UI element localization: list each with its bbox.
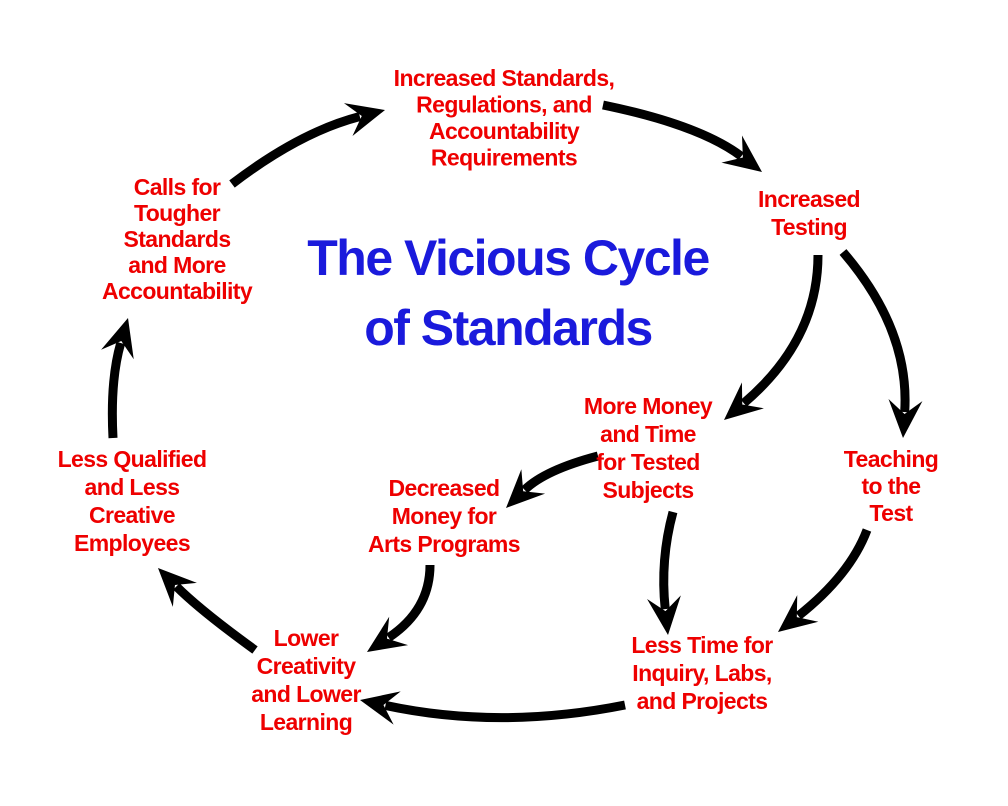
arrow-shaft <box>659 510 678 610</box>
arrows-layer <box>101 100 923 725</box>
arrow-shaft <box>173 583 258 654</box>
arrowhead-icon <box>360 691 401 725</box>
node-label-line: and Time <box>600 421 696 447</box>
node-label-line: for Tested <box>596 449 699 475</box>
title-line: of Standards <box>364 300 652 356</box>
arrowhead-icon <box>158 568 197 607</box>
arrow-less-time-inquiry-to-lower-creativity <box>360 691 626 725</box>
arrow-more-money-time-to-less-time-inquiry <box>647 510 681 635</box>
node-label-line: Employees <box>74 530 190 556</box>
node-label-line: Tougher <box>134 200 221 226</box>
node-label-line: More Money <box>584 393 713 419</box>
arrow-calls-tougher-to-increased-standards <box>229 103 385 188</box>
node-label-line: Less Qualified <box>58 446 207 472</box>
node-label-line: Testing <box>771 214 847 240</box>
arrow-shaft <box>740 254 823 407</box>
arrow-less-qualified-to-calls-tougher <box>101 318 134 439</box>
nodes-layer: Increased Standards,Regulations, andAcco… <box>58 65 939 735</box>
arrow-shaft <box>386 564 435 642</box>
node-label-line: and Projects <box>637 688 768 714</box>
node-label-line: Increased <box>758 186 860 212</box>
arrow-lower-creativity-to-less-qualified <box>158 568 258 654</box>
arrow-decreased-arts-to-lower-creativity <box>367 564 435 652</box>
node-label-line: Accountability <box>429 118 580 144</box>
arrowhead-icon <box>506 469 546 508</box>
node-label-line: Accountability <box>102 278 253 304</box>
arrowhead-icon <box>724 382 764 420</box>
node-label-line: Learning <box>260 709 352 735</box>
arrow-shaft <box>602 100 744 160</box>
node-label-line: Lower <box>274 625 339 651</box>
title: The Vicious Cycle of Standards <box>307 230 711 356</box>
node-label-line: and More <box>128 252 225 278</box>
arrow-teaching-to-test-to-less-time-inquiry <box>778 528 872 632</box>
node-label-line: Subjects <box>602 477 693 503</box>
arrowhead-icon <box>343 103 385 136</box>
node-label-line: Creative <box>89 502 175 528</box>
arrow-increased-testing-to-teaching-to-test <box>839 249 923 438</box>
node-label-line: Money for <box>392 503 497 529</box>
arrowhead-icon <box>367 616 409 652</box>
arrow-shaft <box>795 528 872 620</box>
node-label-line: Creativity <box>257 653 357 679</box>
node-label-line: Inquiry, Labs, <box>632 660 771 686</box>
node-label-line: Decreased <box>389 475 500 501</box>
arrowhead-icon <box>721 135 762 172</box>
arrow-shaft <box>384 700 626 723</box>
arrow-shaft <box>107 341 126 439</box>
node-label-line: Less Time for <box>631 632 773 658</box>
arrowhead-icon <box>778 595 819 632</box>
arrow-shaft <box>521 451 600 494</box>
arrowhead-icon <box>888 398 923 438</box>
arrow-increased-testing-to-more-money-time <box>724 254 823 420</box>
node-label-line: Requirements <box>431 145 577 171</box>
node-label-line: Test <box>869 500 913 526</box>
node-label-line: Increased Standards, <box>394 65 615 91</box>
title-line: The Vicious Cycle <box>307 230 709 286</box>
node-label-line: and Lower <box>251 681 361 707</box>
node-label-line: Arts Programs <box>368 531 520 557</box>
arrow-shaft <box>839 249 910 413</box>
node-label-line: Regulations, and <box>416 92 592 118</box>
arrow-increased-standards-to-increased-testing <box>602 100 762 172</box>
node-label-line: Standards <box>123 226 230 252</box>
arrowhead-icon <box>101 318 134 360</box>
arrowhead-icon <box>647 595 681 635</box>
arrow-shaft <box>229 112 361 188</box>
node-label-line: Calls for <box>134 174 221 200</box>
node-label-line: and Less <box>85 474 180 500</box>
node-label-line: Teaching <box>844 446 938 472</box>
node-increased-standards: Increased Standards,Regulations, andAcco… <box>394 65 615 171</box>
arrow-more-money-time-to-decreased-arts <box>506 451 600 508</box>
node-label-line: to the <box>862 473 921 499</box>
